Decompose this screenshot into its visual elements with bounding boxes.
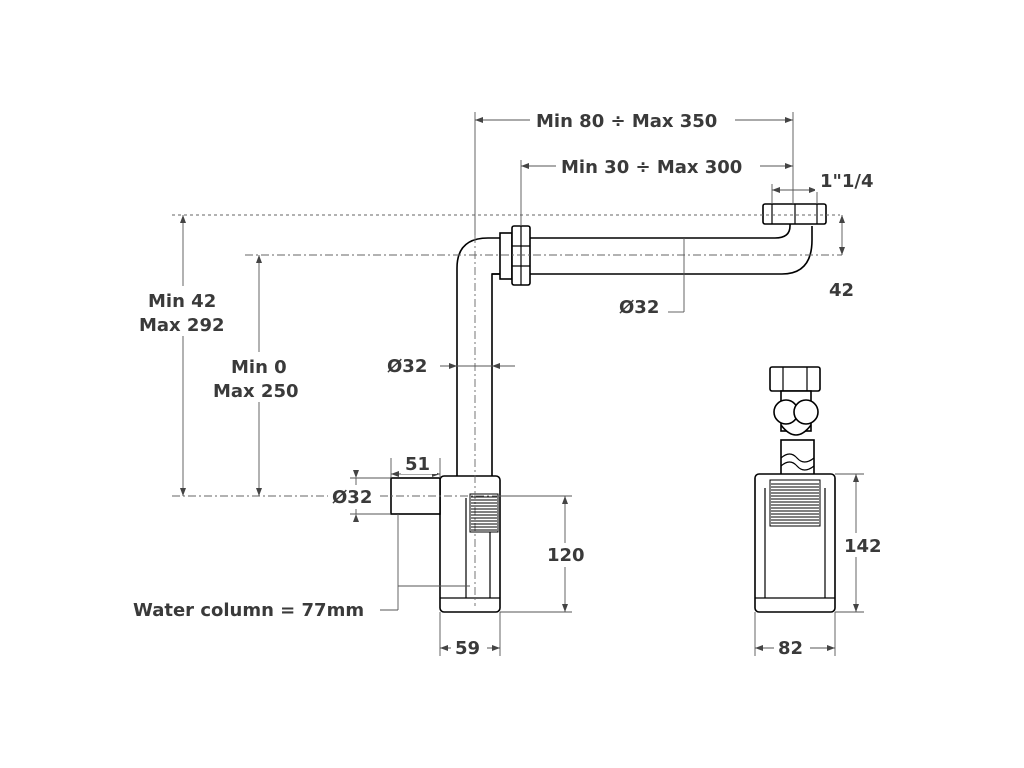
label-width-82: 82 [778, 638, 803, 659]
label-width-59: 59 [455, 638, 480, 659]
label-height-outer-max: Max 292 [139, 315, 225, 336]
label-reach-inner: Min 30 ÷ Max 300 [561, 157, 742, 178]
front-body [754, 473, 836, 613]
label-thread-size: 1"1/4 [820, 171, 874, 192]
label-reach-outer: Min 80 ÷ Max 350 [536, 111, 717, 132]
label-height-inner-min: Min 0 [231, 357, 287, 378]
label-dim-42: 42 [829, 280, 854, 301]
label-height-142: 142 [844, 536, 882, 557]
top-nut [762, 203, 827, 225]
side-view [172, 112, 845, 656]
label-outlet-length: 51 [405, 454, 430, 475]
label-height-120: 120 [547, 545, 585, 566]
label-height-inner-max: Max 250 [213, 381, 299, 402]
label-water-column: Water column = 77mm [133, 600, 364, 621]
dimension-arrows-side [180, 117, 845, 651]
vertical-pipe [456, 237, 502, 478]
slip-joint-nut [499, 225, 531, 286]
front-elbow [773, 390, 819, 436]
front-top-nut [769, 366, 821, 392]
label-dia-horizontal: Ø32 [619, 297, 659, 318]
horizontal-pipe [530, 222, 813, 275]
dimension-lines-front [754, 473, 864, 656]
label-dia-outlet: Ø32 [332, 487, 372, 508]
label-height-outer-min: Min 42 [148, 291, 216, 312]
label-dia-vertical: Ø32 [387, 356, 427, 377]
